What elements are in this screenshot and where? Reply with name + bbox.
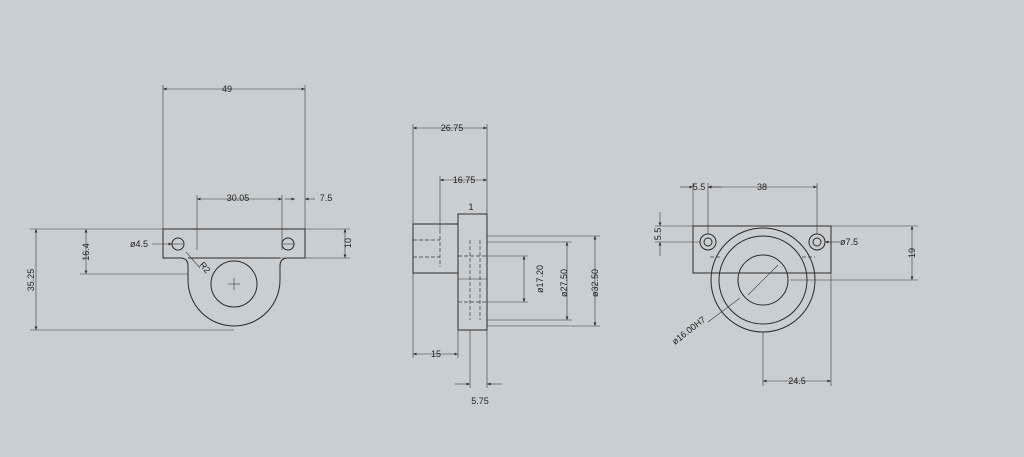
dim-side-mid-dia: ø27.50: [559, 269, 569, 297]
dim-side-flange: 15: [431, 349, 441, 359]
dim-side-step: 1: [468, 202, 473, 212]
dim-bottom-height: 19: [907, 248, 917, 258]
dim-front-flange-thickness: 10: [343, 238, 353, 248]
bottom-right-hole: [808, 233, 826, 251]
dim-front-width: 49: [222, 84, 232, 94]
side-view-body: [457, 213, 488, 331]
front-view-outline: [162, 228, 306, 327]
dim-bottom-bore: ø16.00H7: [670, 314, 707, 346]
dim-side-inner-dia: ø17.20: [535, 265, 545, 293]
dim-side-depth: 26.75: [441, 123, 464, 133]
dim-front-hole-height: 16.4: [81, 243, 91, 261]
dim-side-body-depth: 16.75: [453, 175, 476, 185]
bottom-bore-circle: [737, 254, 789, 306]
dim-side-lip: 5.75: [471, 396, 489, 406]
dim-front-hole-dia: ø4.5: [130, 239, 148, 249]
dim-bottom-hole-spacing: 38: [757, 182, 767, 192]
dim-front-hole-spacing: 30.05: [227, 193, 250, 203]
bottom-view-flange: [692, 225, 832, 274]
dim-bottom-edge-offset: 5.5: [693, 182, 706, 192]
bottom-view: 5.5 38 5.5 ø7.5 19 ø16.00H7 24.5: [653, 182, 918, 386]
bottom-left-hole: [699, 233, 717, 251]
side-view: 26.75 16.75 1 ø17.20 ø27.50 ø32.50 15: [412, 123, 600, 406]
front-view: 49 30.05 7.5 ø4.5 16.4 R2 35.25 10: [26, 84, 353, 331]
dim-front-total-height: 35.25: [26, 269, 36, 292]
dim-front-radius: R2: [197, 260, 212, 275]
front-bore-circle: [210, 260, 258, 308]
dim-side-outer-dia: ø32.50: [590, 269, 600, 297]
dim-front-edge-offset: 7.5: [320, 193, 333, 203]
side-view-flange: [412, 223, 459, 274]
dim-bottom-side-offset: 5.5: [653, 228, 663, 241]
dim-bottom-hole-dia: ø7.5: [840, 237, 858, 247]
dim-bottom-center-offset: 24.5: [788, 376, 806, 386]
